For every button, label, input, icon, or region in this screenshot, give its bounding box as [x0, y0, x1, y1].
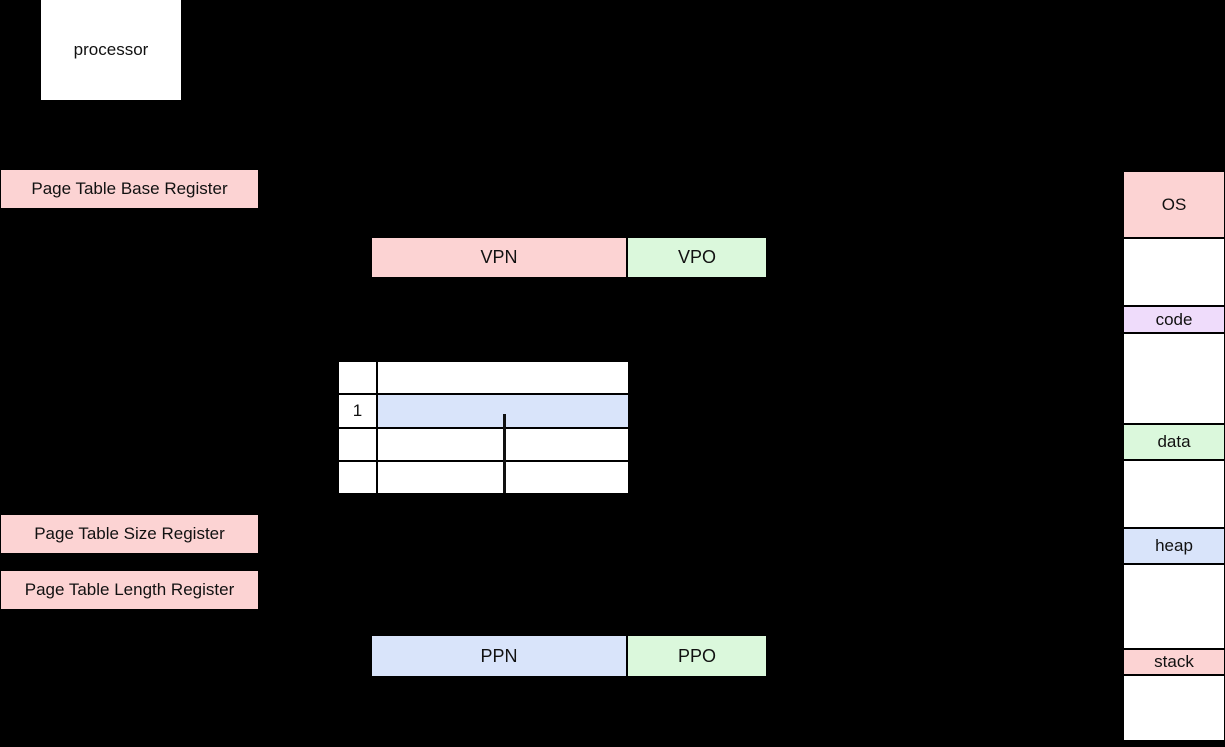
page-table-index-cell [339, 461, 376, 493]
ppn-label: PPN [480, 645, 518, 666]
memory-section-unlabeled [1124, 461, 1224, 527]
memory-section-heap: heap [1124, 529, 1224, 563]
page-table: 1 [339, 362, 628, 493]
memory-section-unlabeled [1124, 334, 1224, 423]
page-table-size-register: Page Table Size Register [1, 515, 258, 553]
memory-section-code: code [1124, 307, 1224, 332]
vpn-field: VPN [372, 238, 626, 277]
memory-section-unlabeled [1124, 239, 1224, 305]
memory-section-label: code [1155, 309, 1193, 329]
virtual-address-bar: VPN VPO [372, 238, 766, 277]
memory-section-label: data [1157, 432, 1191, 451]
memory-section-stack: stack [1124, 650, 1224, 674]
ppn-field: PPN [372, 636, 626, 676]
memory-section-os: OS [1124, 172, 1224, 237]
page-table-base-register-label: Page Table Base Register [31, 179, 228, 198]
ppo-label: PPO [677, 645, 716, 666]
page-table-index-cell [339, 428, 376, 460]
memory-section-unlabeled [1124, 676, 1224, 740]
processor-label: processor [73, 40, 149, 59]
page-table-size-register-label: Page Table Size Register [34, 524, 225, 543]
vpo-label: VPO [677, 247, 716, 267]
page-table-entry-cell [378, 362, 628, 394]
page-table-pointer-line [503, 414, 506, 493]
page-table-index-cell [339, 362, 376, 394]
memory-section-label: heap [1155, 536, 1193, 555]
processor-box: processor [41, 0, 181, 100]
memory-column: OS code data heap stack [1124, 172, 1224, 742]
memory-section-label: OS [1161, 194, 1187, 214]
ppo-field: PPO [628, 636, 766, 676]
vpn-vpo-divider [626, 238, 628, 277]
memory-section-data: data [1124, 425, 1224, 459]
memory-section-unlabeled [1124, 565, 1224, 648]
page-table-index-cell: 1 [339, 395, 376, 427]
vpn-label: VPN [480, 247, 518, 267]
page-table-length-register-label: Page Table Length Register [24, 580, 235, 599]
physical-address-bar: PPN PPO [372, 636, 766, 676]
memory-section-label: stack [1154, 652, 1194, 671]
vpo-field: VPO [628, 238, 766, 277]
page-table-base-register: Page Table Base Register [1, 170, 258, 208]
page-table-length-register: Page Table Length Register [1, 571, 258, 609]
ppn-ppo-divider [626, 636, 628, 676]
